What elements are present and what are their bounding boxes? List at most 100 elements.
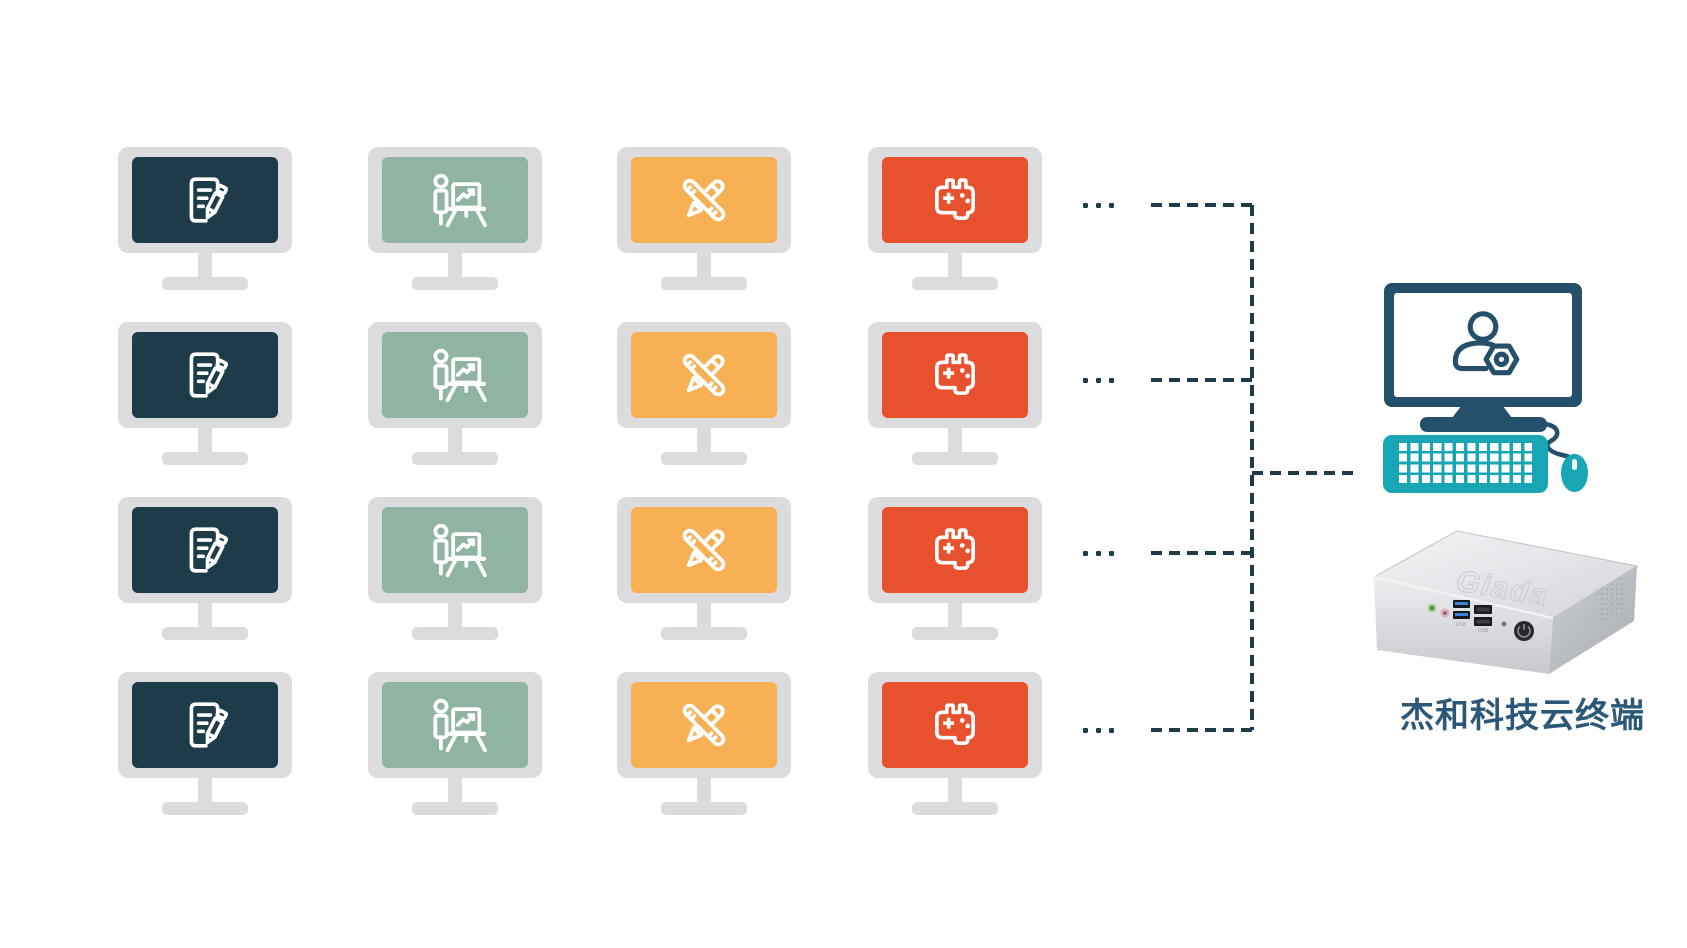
ellipsis-dot xyxy=(1096,202,1101,208)
monitor-stand-neck xyxy=(697,603,711,627)
monitor-frame xyxy=(118,147,292,253)
monitor-document-workstation-row1 xyxy=(118,147,292,290)
monitor-stand-base xyxy=(412,277,498,290)
usb-port-label: USB xyxy=(1456,622,1467,628)
monitor-screen-gaming-workstation xyxy=(882,332,1028,418)
user-gear-icon xyxy=(1452,311,1520,376)
monitor-stand-neck xyxy=(448,778,462,802)
usb-port-label: USB xyxy=(1478,628,1489,634)
monitor-frame xyxy=(118,497,292,603)
monitor-stand-base xyxy=(162,627,248,640)
gamepad-icon xyxy=(935,178,975,220)
ruler-pencil-icon xyxy=(682,528,726,572)
host-monitor xyxy=(1384,283,1582,407)
monitor-screen-design-workstation xyxy=(631,682,777,768)
monitor-stand-base xyxy=(412,627,498,640)
presentation-chart-icon xyxy=(433,348,487,403)
monitor-screen-gaming-workstation xyxy=(882,507,1028,593)
monitor-presentation-workstation-row3 xyxy=(368,497,542,640)
monitor-frame xyxy=(617,147,791,253)
monitor-stand-base xyxy=(162,802,248,815)
monitor-design-workstation-row1 xyxy=(617,147,791,290)
monitor-gaming-workstation-row1 xyxy=(868,147,1042,290)
monitor-stand-neck xyxy=(448,253,462,277)
monitor-design-workstation-row2 xyxy=(617,322,791,465)
monitor-frame xyxy=(617,322,791,428)
monitor-frame xyxy=(368,497,542,603)
power-glyph xyxy=(1517,625,1531,638)
monitor-stand-base xyxy=(912,627,998,640)
monitor-stand-neck xyxy=(198,428,212,452)
monitor-frame xyxy=(868,147,1042,253)
monitor-stand-neck xyxy=(697,253,711,277)
monitor-screen-design-workstation xyxy=(631,157,777,243)
terminal-label: 杰和科技云终端 xyxy=(1400,697,1645,735)
monitor-stand-neck xyxy=(448,428,462,452)
monitor-screen-document-workstation xyxy=(132,332,278,418)
monitor-stand-base xyxy=(412,802,498,815)
ellipsis-dot xyxy=(1109,202,1114,208)
monitor-gaming-workstation-row3 xyxy=(868,497,1042,640)
monitor-document-workstation-row2 xyxy=(118,322,292,465)
presentation-chart-icon xyxy=(433,523,487,578)
row-ellipsis-3 xyxy=(1083,550,1114,556)
monitor-stand-base xyxy=(162,452,248,465)
keyboard-keys xyxy=(1399,443,1532,483)
monitor-screen-presentation-workstation xyxy=(382,157,528,243)
monitor-document-workstation-row4 xyxy=(118,672,292,815)
ruler-pencil-icon xyxy=(682,353,726,397)
monitor-screen-document-workstation xyxy=(132,682,278,768)
ellipsis-dot xyxy=(1096,377,1101,383)
ruler-pencil-icon xyxy=(682,178,726,222)
row-ellipsis-2 xyxy=(1083,377,1114,383)
document-edit-icon xyxy=(189,527,229,573)
ellipsis-dot xyxy=(1083,550,1088,556)
mini-pc-vent-grille xyxy=(1596,577,1625,622)
monitor-screen-presentation-workstation xyxy=(382,507,528,593)
mini-pc-front-face xyxy=(1374,577,1553,674)
host-monitor-stand-base xyxy=(1420,417,1547,432)
monitor-frame xyxy=(617,672,791,778)
monitor-screen-gaming-workstation xyxy=(882,157,1028,243)
mouse-wheel xyxy=(1572,459,1577,470)
monitor-frame xyxy=(868,672,1042,778)
monitor-gaming-workstation-row4 xyxy=(868,672,1042,815)
monitor-stand-neck xyxy=(948,603,962,627)
gamepad-icon xyxy=(935,528,975,570)
usb3-tongue xyxy=(1455,613,1468,616)
ellipsis-dot xyxy=(1083,377,1088,383)
usb2-tongue xyxy=(1476,607,1490,612)
usb3-tongue xyxy=(1455,602,1468,605)
reset-pinhole xyxy=(1501,621,1507,627)
monitor-gaming-workstation-row2 xyxy=(868,322,1042,465)
ellipsis-dot xyxy=(1083,727,1088,733)
monitor-screen-gaming-workstation xyxy=(882,682,1028,768)
document-edit-icon xyxy=(189,352,229,398)
ellipsis-dot xyxy=(1096,727,1101,733)
presentation-chart-icon xyxy=(433,173,487,228)
ruler-pencil-icon xyxy=(682,703,726,747)
mouse-icon xyxy=(1561,454,1588,492)
monitor-frame xyxy=(868,322,1042,428)
monitor-screen-document-workstation xyxy=(132,507,278,593)
monitor-design-workstation-row3 xyxy=(617,497,791,640)
monitor-stand-base xyxy=(661,277,747,290)
mini-pc-edge-highlight xyxy=(1373,576,1554,619)
monitor-frame xyxy=(368,147,542,253)
monitor-stand-neck xyxy=(697,778,711,802)
monitor-frame xyxy=(118,672,292,778)
host-monitor-stand-neck xyxy=(1452,407,1512,418)
host-monitor-screen xyxy=(1394,293,1572,397)
monitor-screen-presentation-workstation xyxy=(382,332,528,418)
monitor-stand-base xyxy=(661,452,747,465)
keyboard-icon xyxy=(1383,435,1548,493)
presentation-chart-icon xyxy=(433,698,487,753)
monitor-stand-neck xyxy=(198,253,212,277)
monitor-stand-base xyxy=(162,277,248,290)
usb2-tongue xyxy=(1476,619,1490,624)
ellipsis-dot xyxy=(1096,550,1101,556)
monitor-frame xyxy=(368,322,542,428)
monitor-screen-presentation-workstation xyxy=(382,682,528,768)
monitor-stand-neck xyxy=(948,778,962,802)
ellipsis-dot xyxy=(1109,727,1114,733)
